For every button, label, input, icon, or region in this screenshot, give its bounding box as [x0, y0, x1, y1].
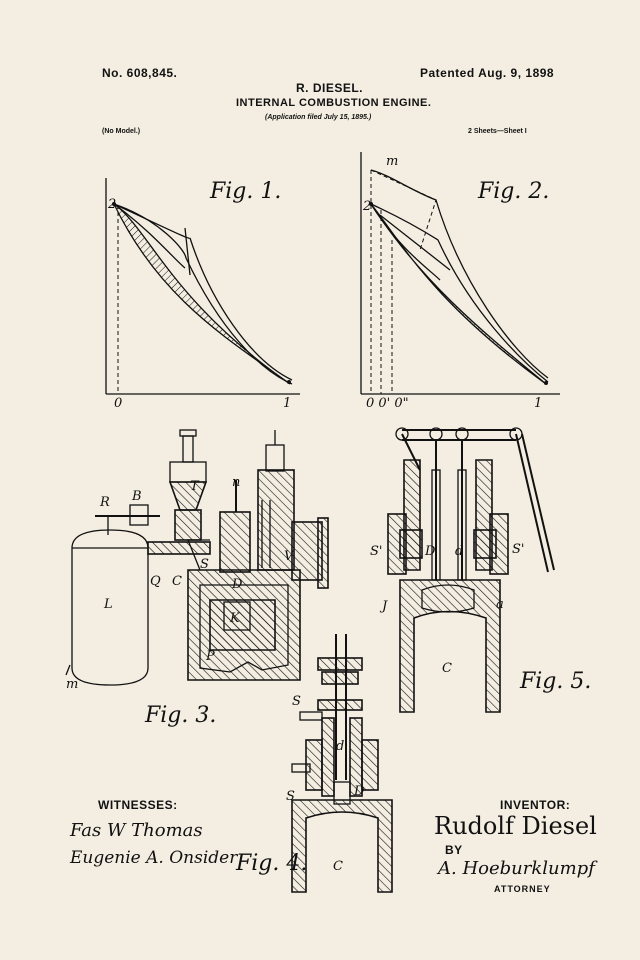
- fig4-caption: Fig. 4.: [235, 851, 307, 876]
- fig3-label-S: S: [200, 557, 209, 572]
- fig1-label-0: 0: [114, 396, 122, 411]
- sheet-count: 2 Sheets—Sheet I: [468, 128, 527, 135]
- fig4-label-S1: S: [292, 694, 301, 709]
- fig1-caption: Fig. 1.: [209, 179, 281, 204]
- fig3-label-L: L: [103, 597, 113, 612]
- figure-3-engine: [65, 429, 329, 686]
- model-note: (No Model.): [102, 128, 141, 135]
- fig2-caption: Fig. 2.: [477, 179, 549, 204]
- figure-5-cylinder: [387, 427, 555, 713]
- fig5-label-d: d: [455, 544, 463, 559]
- fig5-label-J: J: [379, 599, 388, 614]
- fig3-label-C: C: [172, 574, 182, 589]
- patent-title: INTERNAL COMBUSTION ENGINE.: [236, 97, 432, 109]
- patent-date: Patented Aug. 9, 1898: [420, 66, 555, 80]
- fig3-label-D: D: [231, 577, 243, 592]
- inventor-name: R. DIESEL.: [296, 81, 364, 95]
- fig2-label-m: m: [386, 154, 398, 169]
- fig4-label-d: d: [336, 739, 344, 754]
- fig5-label-S2: S': [512, 542, 524, 557]
- fig1-label-1: 1: [283, 396, 291, 411]
- application-date: (Application filed July 15, 1895.): [265, 114, 372, 121]
- fig4-label-S2: S: [286, 789, 295, 804]
- witness-signature-2: Eugenie A. Onsider: [70, 848, 238, 868]
- fig3-label-n: n: [232, 475, 240, 490]
- fig3-label-Q: Q: [150, 574, 161, 589]
- fig3-label-B: B: [131, 489, 142, 504]
- fig5-label-a: a: [496, 597, 504, 612]
- fig2-label-2: 2: [362, 199, 371, 214]
- fig3-label-P: P: [205, 649, 215, 664]
- attorney-label: ATTORNEY: [494, 884, 551, 894]
- fig5-caption: Fig. 5.: [519, 669, 591, 694]
- fig3-caption: Fig. 3.: [144, 703, 216, 728]
- witnesses-heading: WITNESSES:: [98, 798, 178, 812]
- fig4-label-C: C: [333, 859, 343, 874]
- figure-4-cylinder: [291, 634, 393, 893]
- fig5-label-S1: S': [370, 544, 382, 559]
- fig2-label-1: 1: [534, 396, 542, 411]
- fig4-label-D: D: [353, 784, 365, 799]
- patent-number: No. 608,845.: [102, 66, 178, 80]
- inventor-heading: INVENTOR:: [500, 798, 571, 812]
- figure-2-diagram: [360, 152, 560, 395]
- fig1-label-2: 2: [107, 197, 116, 212]
- witness-signature-1: Fas W Thomas: [70, 820, 203, 841]
- fig5-label-C: C: [442, 661, 452, 676]
- fig2-label-zeros: 0 0' 0": [366, 396, 409, 411]
- fig3-label-m: m: [66, 677, 78, 692]
- fig3-label-V: V: [284, 549, 295, 564]
- attorney-signature: A. Hoeburklumpf: [438, 858, 595, 879]
- by-label: BY: [445, 843, 463, 857]
- figure-1-diagram: [105, 178, 300, 395]
- fig3-label-K: K: [229, 611, 241, 626]
- fig3-label-R: R: [99, 495, 110, 510]
- inventor-signature: Rudolf Diesel: [434, 812, 597, 840]
- fig5-label-D: D: [424, 544, 436, 559]
- fig3-label-T: T: [190, 479, 200, 494]
